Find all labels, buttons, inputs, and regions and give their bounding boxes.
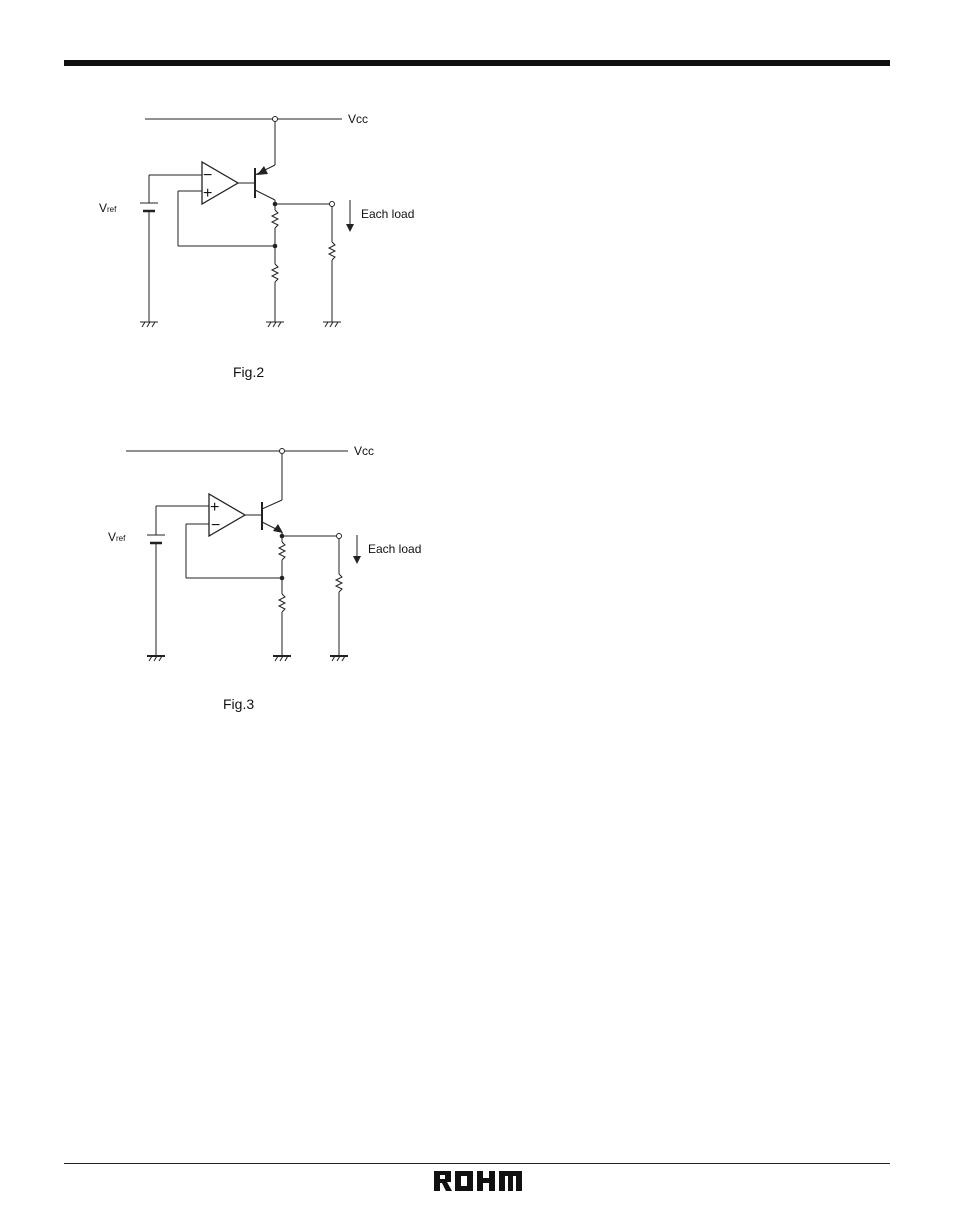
output-terminal (337, 534, 342, 539)
ground-symbols (147, 656, 348, 661)
footer-rule (64, 1163, 890, 1164)
opamp-inverting-sign: − (211, 517, 220, 534)
opamp-noninverting-sign: + (210, 499, 219, 516)
vcc-label: Vcc (354, 444, 374, 458)
load-resistor (336, 574, 342, 592)
load-label: Each load (368, 542, 421, 556)
fig3-caption: Fig.3 (223, 696, 254, 712)
resistor-r1 (279, 542, 285, 560)
rohm-logo (434, 1171, 522, 1191)
vcc-node (280, 449, 285, 454)
vref-label: Vref (108, 530, 126, 544)
resistor-r2 (279, 594, 285, 612)
fig3-schematic: + − Vcc Each load Vref (0, 0, 954, 720)
